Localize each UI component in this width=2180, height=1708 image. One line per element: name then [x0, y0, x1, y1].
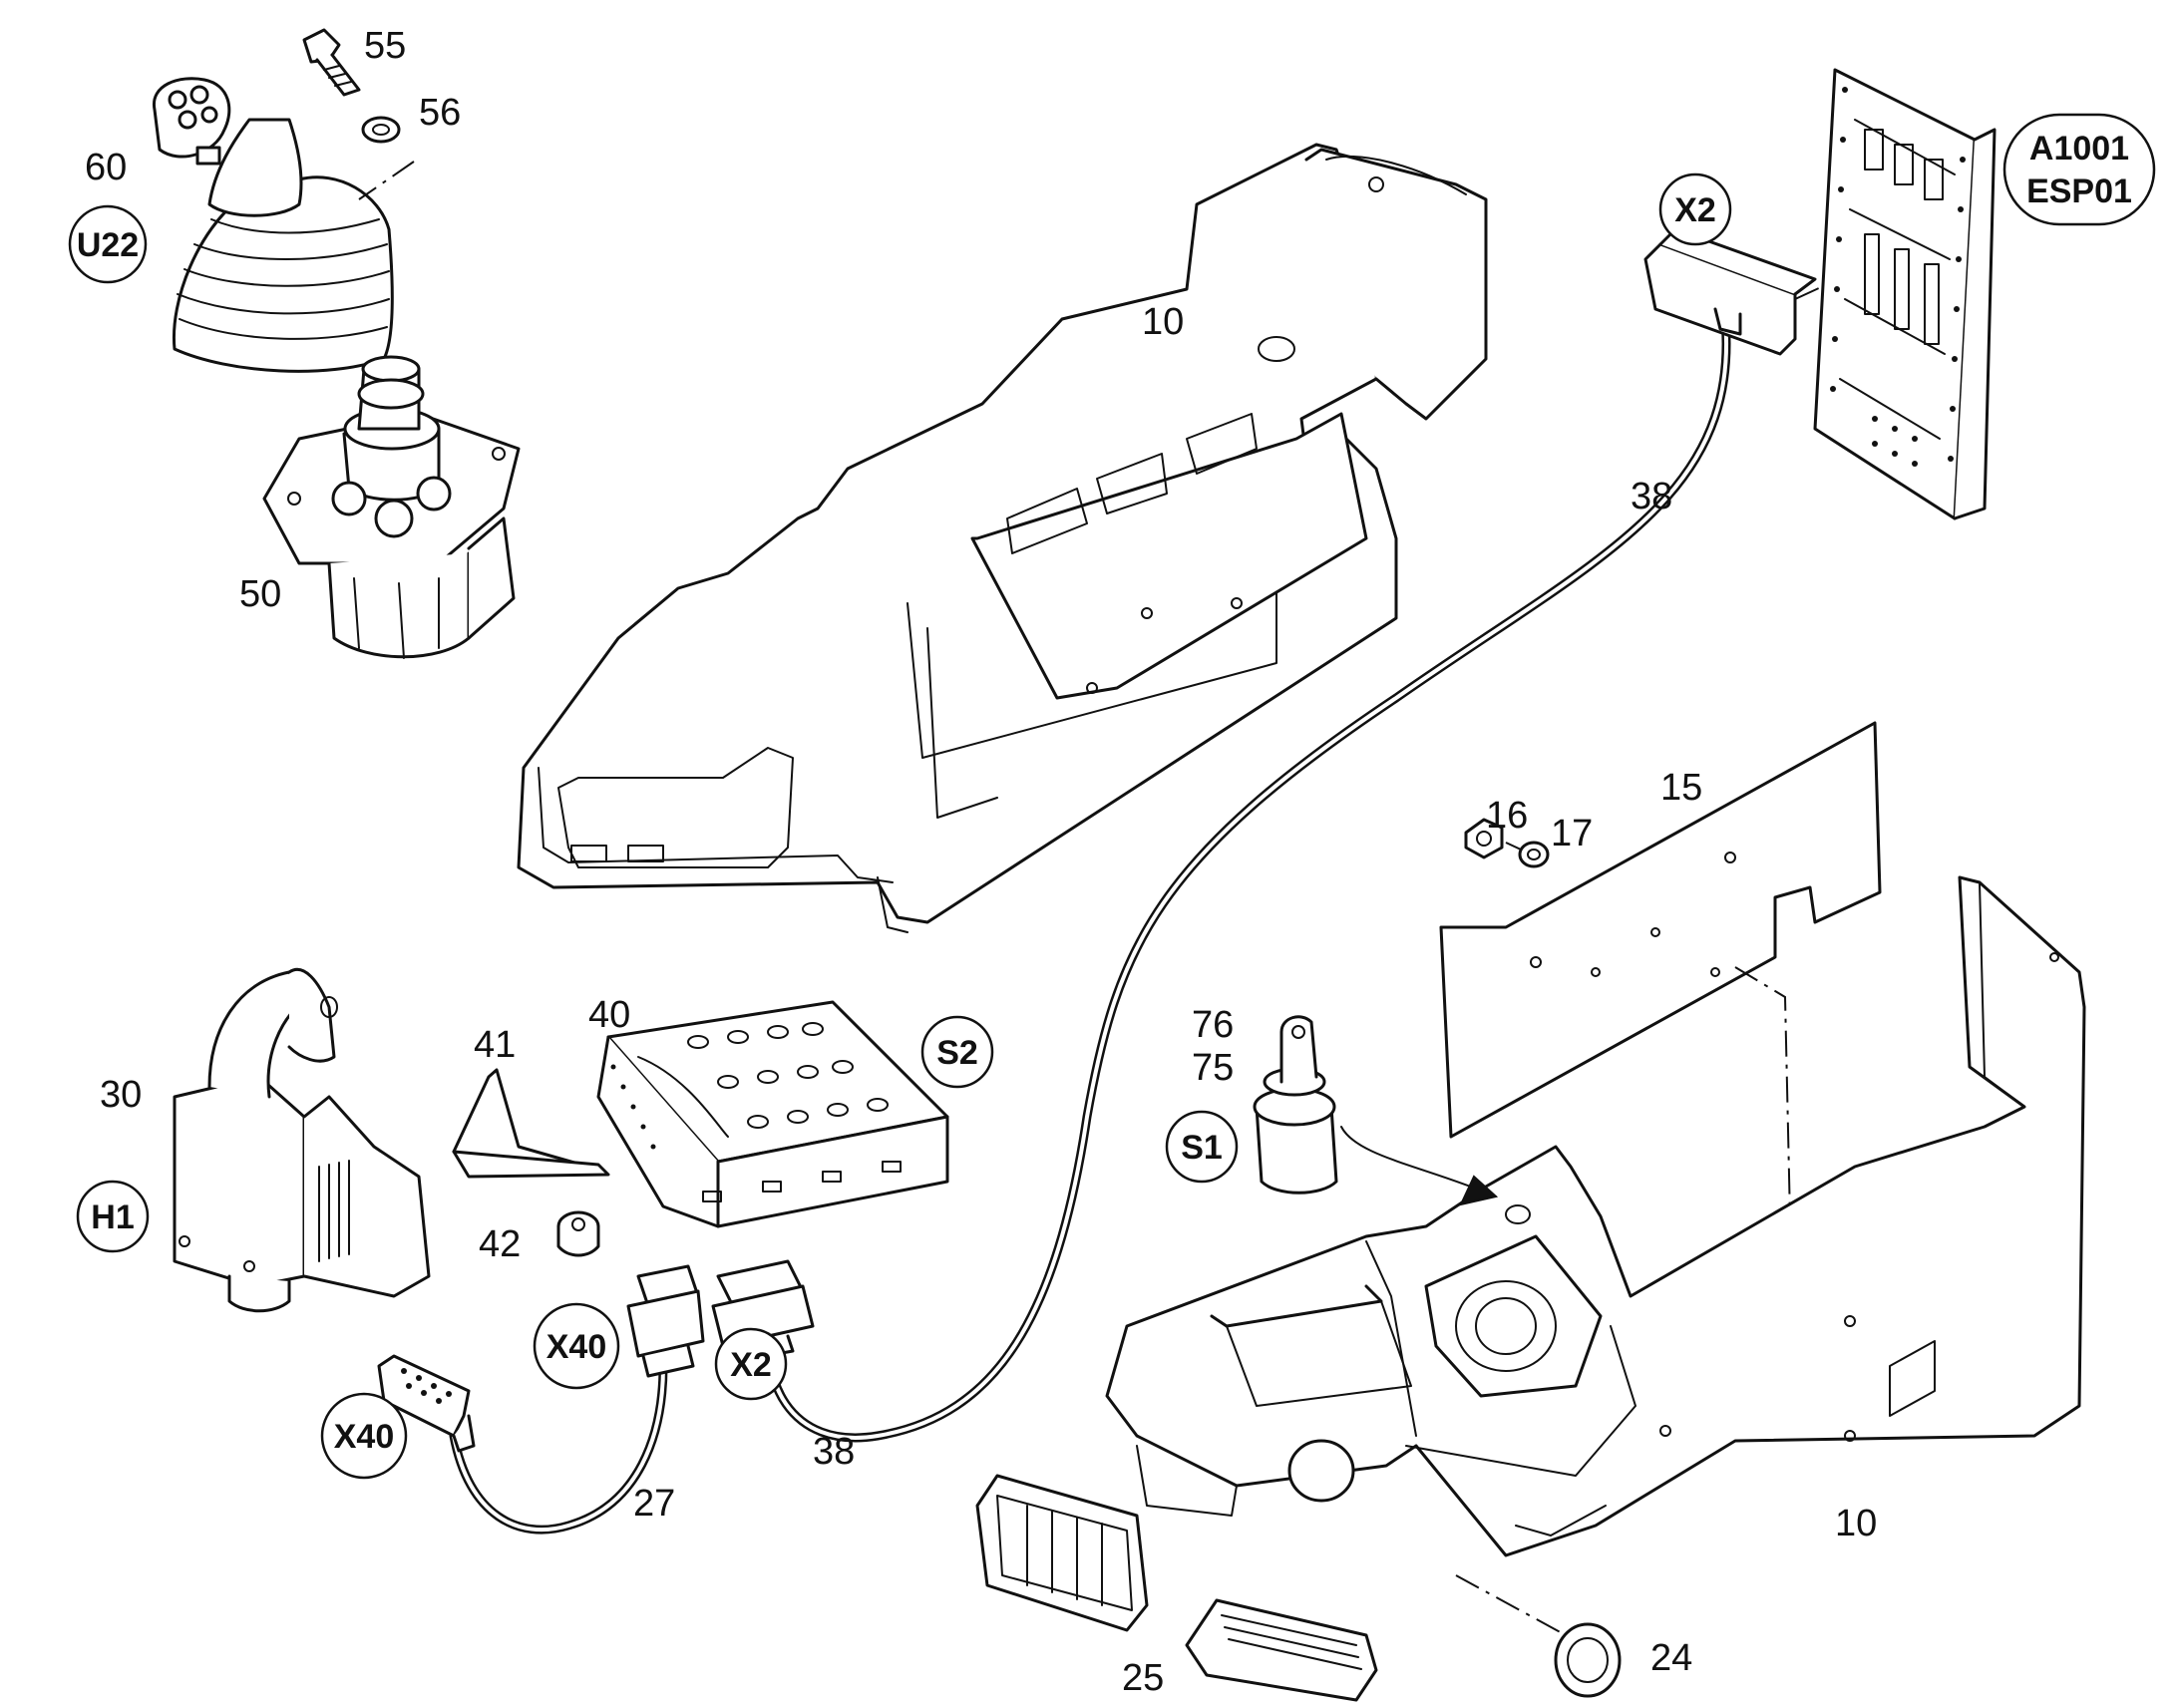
callout-38-lower: 38 [813, 1431, 855, 1473]
svg-text:X2: X2 [730, 1346, 772, 1384]
svg-text:H1: H1 [91, 1198, 134, 1236]
tag-x2-top: X2 [1658, 172, 1732, 246]
lower-console-10 [1105, 875, 2086, 1557]
callout-50: 50 [239, 573, 281, 615]
upper-console-10 [517, 143, 1488, 933]
display-module-h1 [173, 968, 431, 1313]
connector-x40-left [377, 1354, 476, 1453]
callout-75: 75 [1192, 1047, 1234, 1089]
callout-60: 60 [85, 147, 127, 188]
tag-x2-mid: X2 [714, 1327, 788, 1401]
washer-56 [361, 116, 401, 144]
joystick-grip-60 [153, 77, 394, 373]
callout-17: 17 [1551, 813, 1593, 854]
callout-10-lower: 10 [1835, 1503, 1877, 1544]
plate-15 [1439, 721, 1882, 1139]
connector-x40-mid [626, 1264, 705, 1378]
tag-x40-left: X40 [320, 1392, 408, 1480]
callout-30: 30 [100, 1074, 142, 1116]
svg-text:ESP01: ESP01 [2026, 172, 2132, 210]
svg-text:A1001: A1001 [2029, 130, 2129, 168]
tag-u22: U22 [68, 204, 148, 284]
callout-76: 76 [1192, 1004, 1234, 1046]
bracket-41 [452, 1068, 610, 1179]
callout-10-upper: 10 [1142, 301, 1184, 343]
svg-text:X40: X40 [334, 1418, 395, 1456]
tag-s1: S1 [1165, 1110, 1239, 1184]
svg-text:S1: S1 [1181, 1129, 1223, 1167]
callout-15: 15 [1660, 767, 1702, 809]
callout-42: 42 [479, 1223, 521, 1265]
cable-38 [764, 314, 1731, 1443]
vent-grille-25-b [1185, 1598, 1378, 1702]
callout-55: 55 [364, 25, 406, 67]
callout-41: 41 [474, 1024, 516, 1066]
callout-16: 16 [1486, 795, 1528, 837]
tag-s2: S2 [920, 1015, 994, 1089]
knob-24 [1554, 1622, 1622, 1698]
svg-text:S2: S2 [936, 1034, 978, 1072]
callout-38-upper: 38 [1631, 476, 1672, 517]
callout-40: 40 [588, 994, 630, 1036]
ignition-switch-s1 [1253, 1015, 1338, 1195]
washer-17 [1518, 841, 1550, 868]
tag-x40-mid: X40 [533, 1302, 620, 1390]
svg-text:X2: X2 [1674, 191, 1716, 229]
callout-56: 56 [419, 92, 461, 134]
callout-25: 25 [1122, 1657, 1164, 1699]
callout-24: 24 [1650, 1637, 1692, 1679]
circuit-board-a1001 [1813, 68, 1997, 520]
connector-x2-top [1643, 227, 1817, 356]
nut-16 [1464, 818, 1504, 859]
svg-text:U22: U22 [77, 226, 139, 264]
plug-42 [556, 1210, 600, 1257]
tag-h1: H1 [76, 1180, 150, 1253]
insertion-arrow [1340, 1126, 1499, 1206]
vent-grille-25-a [975, 1474, 1149, 1632]
svg-text:X40: X40 [546, 1328, 607, 1366]
bolt-55 [302, 28, 361, 97]
joystick-base-50 [262, 355, 521, 659]
callout-27: 27 [633, 1483, 675, 1525]
switch-panel-s2 [596, 1000, 949, 1228]
cable-27 [449, 1361, 668, 1535]
tag-a1001-esp01: A1001 ESP01 [2002, 113, 2156, 226]
